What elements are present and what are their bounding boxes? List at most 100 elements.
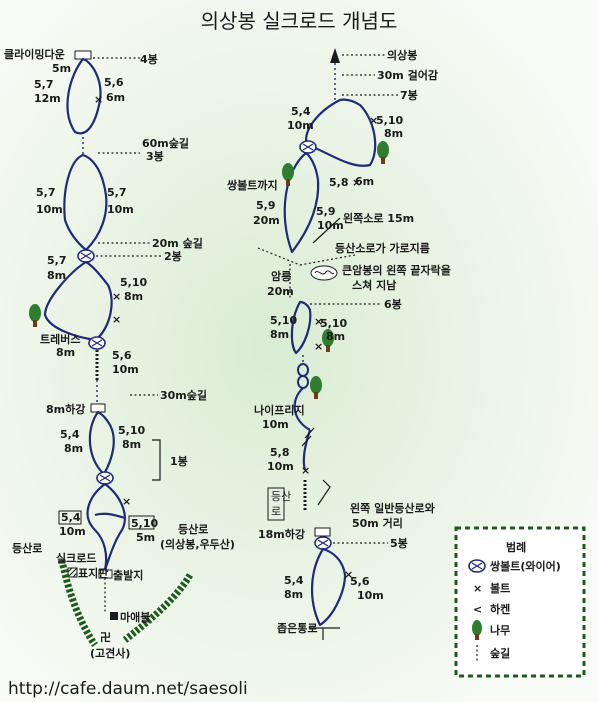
bolt-x: ×: [112, 290, 121, 303]
grade-box-5-4: [58, 510, 82, 525]
signboard-hatch: [67, 567, 78, 578]
label-r5-len: 10m: [267, 460, 294, 473]
label-ladder-grade: 5,6: [112, 349, 132, 362]
label-3bong: 3봉: [146, 150, 164, 163]
grade-box-5-10: [128, 515, 155, 530]
source-url: http://cafe.daum.net/saesoli: [8, 679, 248, 699]
label-5bong: 5봉: [390, 537, 408, 550]
left-pitch-1: [66, 57, 102, 135]
temple-icon: 卍: [100, 631, 111, 644]
label-hiking-trail-right-sub: (의상봉,우두산): [160, 537, 235, 551]
left-labels: 클라이밍다운 5m 4봉 5,7 12m 5,6 6m × 60m숲길 3봉 5…: [4, 47, 235, 660]
label-r7-grade-c: 5,8: [329, 176, 349, 189]
label-ladder-len: 10m: [112, 363, 139, 376]
label-r7-grade-a: 5,4: [291, 105, 311, 118]
label-general-trail: 왼쪽 일반등산로와: [350, 501, 435, 515]
bolt-x: ×: [94, 93, 103, 106]
label-p1-len-b: 6m: [106, 91, 125, 104]
label-ridge-len: 20m: [267, 285, 294, 298]
label-silk-road: 실크로드: [56, 551, 96, 565]
label-7bong: 7봉: [400, 89, 418, 102]
label-20m-trail: 20m 숲길: [152, 237, 203, 250]
right-labels: 의상봉 30m 걸어감 7봉 5,4 10m 5,10 8m × 5,8 × 6…: [227, 48, 451, 635]
right-hiking-trail: [122, 573, 194, 643]
label-traverse-len: 8m: [56, 346, 75, 359]
label-p5-grade-b: 5,10: [131, 517, 158, 530]
label-rl-len-b: 10m: [357, 589, 384, 602]
label-nail-bridge: 나이프리지: [254, 403, 305, 417]
descent-18m-box: [314, 527, 331, 537]
lead-left-traverse: [312, 217, 341, 244]
label-30m-trail: 30m숲길: [160, 389, 207, 402]
label-p3-grade-b: 5,10: [120, 276, 147, 289]
label-8m-descent: 8m하강: [46, 402, 85, 416]
label-r7-len-c: 6m: [355, 175, 374, 188]
legend-bolt: 볼트: [490, 582, 510, 595]
trail-cross-2: [299, 254, 356, 266]
label-r6-grade-b: 5,10: [320, 317, 347, 330]
bolt-x: ×: [112, 313, 121, 326]
label-p3-len-b: 8m: [124, 290, 143, 303]
right-pitch-ridge: [283, 151, 320, 254]
label-p1-grade-b: 5,6: [104, 76, 124, 89]
label-rr-len-b: 10m: [317, 219, 344, 232]
right-pitch-last: [311, 547, 347, 627]
label-r5-grade: 5,8: [270, 446, 290, 459]
label-rl-grade-a: 5,4: [284, 574, 304, 587]
label-hiking-vertical-2: 로: [271, 505, 281, 518]
label-big-rock: 큰암봉의 왼쪽 끝자락을: [342, 263, 451, 277]
arrow-up-icon: [330, 48, 340, 63]
climbing-down-box: [74, 50, 92, 60]
right-pitch-6: [290, 300, 312, 355]
legend-tree-icon: [472, 620, 482, 640]
bolt-anchor-2-mark: [80, 252, 92, 260]
trail-cross: [257, 247, 301, 266]
label-18m-descent: 18m하강: [258, 527, 305, 541]
bolt-anchor-1-mark: [99, 474, 111, 482]
label-hiking-cross: 등산소로가 가로지름: [335, 241, 430, 255]
label-start: 출발지: [113, 568, 143, 582]
bolt-x: ×: [122, 495, 131, 508]
cliff-marker: [110, 612, 118, 620]
label-climbing-down: 클라이밍다운: [4, 47, 65, 61]
label-p2-grade-a: 5,7: [36, 186, 56, 199]
label-r7-len-b: 8m: [384, 127, 403, 140]
label-hiking-vertical-1: 등산: [271, 490, 291, 503]
label-r6-len-a: 8m: [270, 328, 289, 341]
label-general-trail-2: 50m 거리: [352, 516, 403, 530]
label-p4-len-b: 8m: [122, 438, 141, 451]
label-p5-len-a: 10m: [59, 525, 86, 538]
label-narrow-passage: 좁은통로: [277, 622, 317, 635]
legend-bolt-anchor-mark: [471, 562, 483, 570]
label-r6-len-b: 8m: [326, 330, 345, 343]
label-big-rock-2: 스쳐 지남: [352, 278, 396, 292]
hiking-trail-box: [267, 487, 285, 521]
label-traverse: 트레버스: [40, 332, 80, 346]
left-route: [29, 50, 194, 647]
label-hiking-trail-right: 등산로: [178, 522, 208, 536]
label-rr-grade-a: 5,9: [256, 199, 276, 212]
label-p2-grade-b: 5,7: [107, 186, 127, 199]
label-ridge: 암릉: [271, 270, 291, 283]
bolt-anchor-7-mark: [302, 143, 314, 151]
label-cliff-buddha: 마애불: [120, 610, 150, 624]
label-p1-len-a: 12m: [34, 92, 61, 105]
label-r7-len-a: 10m: [287, 119, 314, 132]
label-uisangbong: 의상봉: [387, 48, 417, 62]
bolt-x: ×: [301, 464, 310, 477]
legend: 범례 쌍볼트(와이어) × 볼트 < 하켄 나무 숲길: [454, 526, 586, 678]
bolt-anchor-5-mark: [317, 539, 329, 547]
left-hiking-trail: [58, 559, 98, 647]
label-r6-grade-a: 5,10: [270, 314, 297, 327]
label-60m-trail: 60m숲길: [142, 137, 189, 150]
right-pitch-7: [305, 98, 377, 167]
legend-haken: 하켄: [490, 602, 510, 616]
label-to-bolt: 쌍볼트까지: [227, 178, 278, 192]
legend-trail: 숲길: [490, 647, 510, 660]
label-p4-len-a: 8m: [64, 442, 83, 455]
bolt-anchor-traverse-mark: [91, 339, 103, 347]
legend-haken-icon: <: [473, 603, 482, 616]
label-30m-walk: 30m 걸어감: [377, 68, 438, 82]
